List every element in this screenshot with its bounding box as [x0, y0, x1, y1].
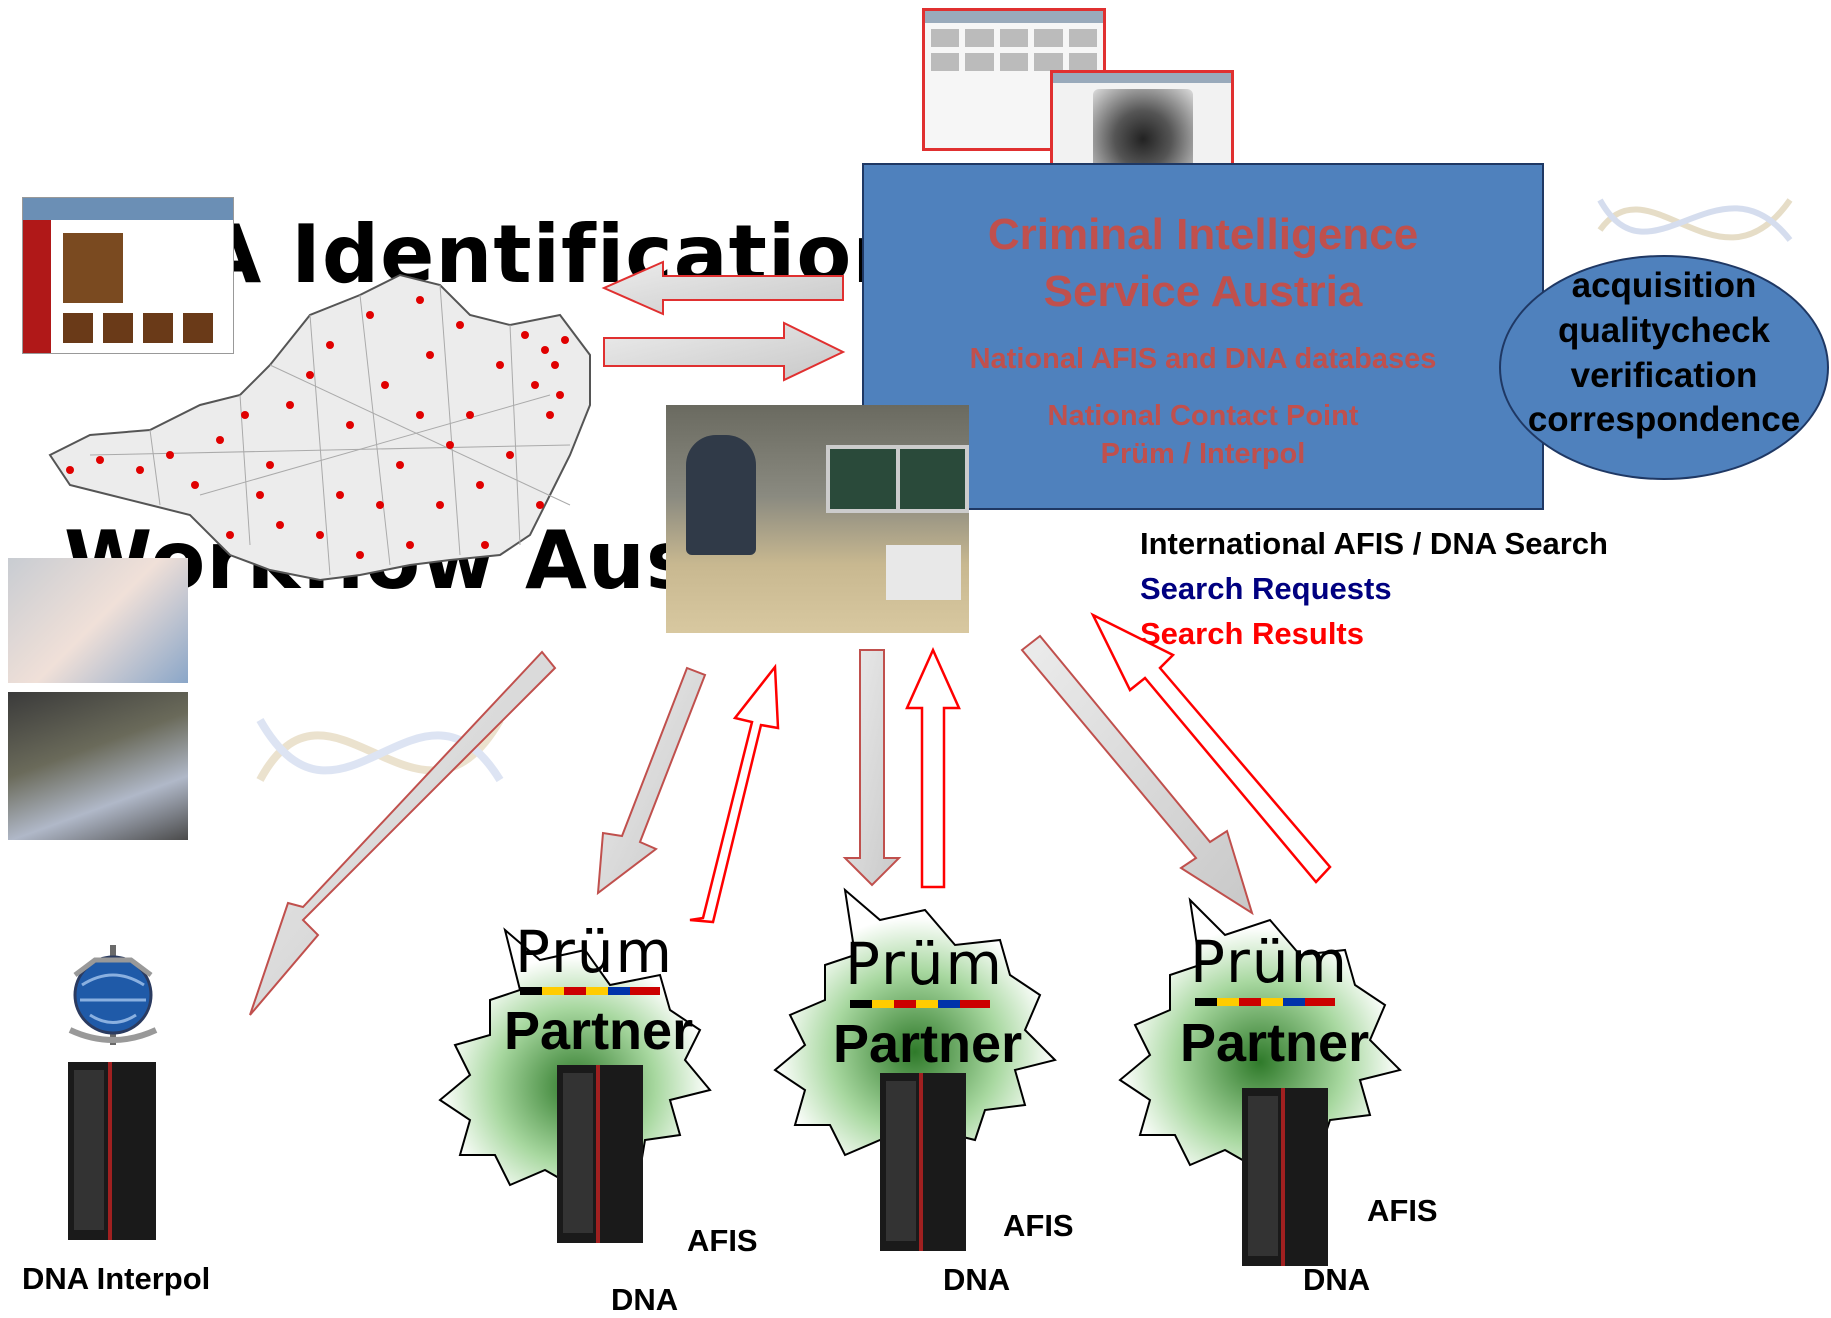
partner-label-2: Partner: [833, 1014, 1023, 1074]
task-correspondence: correspondence: [1527, 400, 1801, 439]
task-acquisition: acquisition: [1571, 266, 1757, 305]
partner-1-afis: AFIS: [687, 1223, 758, 1258]
arrow-request-partner-1: [596, 666, 707, 896]
central-databases-label: National AFIS and DNA databases: [969, 343, 1437, 375]
arrow-request-interpol: [249, 650, 557, 1016]
partner-3-afis: AFIS: [1367, 1193, 1438, 1228]
arrow-result-partner-1: [689, 663, 780, 924]
task-verification: verification: [1570, 356, 1758, 395]
server-tower-icon: [557, 1065, 643, 1243]
arrow-result-partner-3: [1090, 612, 1332, 884]
central-contact-point-label: National Contact Point: [1047, 400, 1359, 432]
server-tower-icon: [68, 1062, 156, 1240]
central-title: Criminal Intelligence Service Austria: [862, 206, 1544, 320]
task-qualitycheck: qualitycheck: [1557, 311, 1771, 350]
legend-search-requests: Search Requests: [1140, 571, 1392, 606]
central-title-line-2: Service Austria: [1043, 267, 1363, 316]
interpol-label: DNA Interpol: [22, 1261, 211, 1296]
tasks-ellipse: [1499, 255, 1829, 480]
eu-flags-strip: [520, 987, 1335, 1008]
arrow-result-partner-2: [905, 646, 961, 889]
partner-3-dna: DNA: [1303, 1262, 1371, 1297]
arrow-request-partner-3: [1020, 634, 1254, 916]
partner-2-afis: AFIS: [1003, 1208, 1074, 1243]
prum-logo-3: Prüm: [1190, 928, 1350, 996]
central-title-line-1: Criminal Intelligence: [987, 210, 1419, 259]
legend-search-results: Search Results: [1140, 616, 1364, 651]
arrow-request-partner-2: [842, 649, 902, 887]
legend-heading: International AFIS / DNA Search: [1140, 526, 1608, 561]
partner-label-1: Partner: [504, 1001, 694, 1061]
arrow-map-to-center: [603, 321, 846, 382]
prum-logo-2: Prüm: [845, 930, 1005, 998]
central-prum-interpol-label: Prüm / Interpol: [1100, 438, 1306, 470]
criminal-intelligence-service-box: [862, 163, 1544, 510]
partner-label-3: Partner: [1180, 1013, 1370, 1073]
photo-operator-workstation: [666, 405, 969, 633]
partner-1-dna: DNA: [611, 1282, 679, 1317]
software-screenshot: [22, 197, 234, 354]
dna-helix-icon: [1597, 198, 1793, 242]
partner-2-dna: DNA: [943, 1262, 1011, 1297]
austria-map-icon: [30, 255, 600, 600]
photo-dna-sampling: [8, 558, 188, 683]
server-tower-icon: [880, 1073, 966, 1251]
arrow-center-to-map: [601, 260, 844, 316]
server-tower-icon: [1242, 1088, 1328, 1266]
prum-logo-1: Prüm: [515, 918, 675, 986]
photo-swab-collection: [8, 692, 188, 840]
